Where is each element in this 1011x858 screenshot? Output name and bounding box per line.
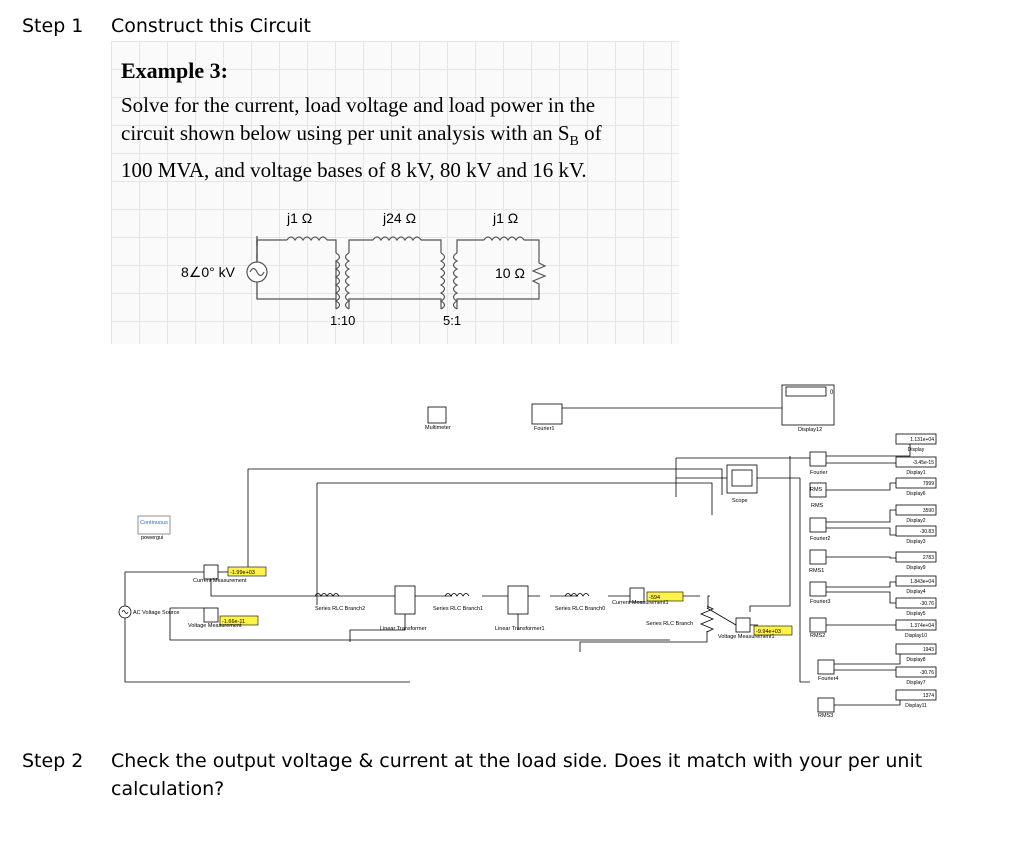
fourier1-block[interactable]: [531, 403, 563, 425]
voltage-measurement1-block[interactable]: [735, 617, 751, 633]
rlc2-label: Series RLC Branch2: [315, 606, 365, 612]
rms3-label: RMS3: [818, 713, 833, 719]
powergui-name: powergui: [141, 535, 163, 541]
step2-line-2: calculation?: [111, 778, 225, 800]
step2-line-1: Check the output voltage & current at th…: [111, 750, 923, 772]
display-name: Display: [908, 447, 925, 453]
display-value: 3590: [923, 508, 934, 514]
display-name: Display3: [906, 539, 925, 545]
display-name: Display7: [906, 680, 925, 686]
current-meas1-value: -594: [649, 595, 660, 601]
display-value: 1.131e+04: [910, 437, 934, 443]
example-problem-text: Solve for the current, load voltage and …: [121, 91, 671, 184]
multimeter-label: Multimeter: [425, 425, 451, 431]
display12-value: 0: [830, 390, 834, 396]
voltage-meas-value: -1.66e-11: [222, 619, 245, 625]
current-measurement1-block[interactable]: [629, 587, 645, 603]
fourier3-label: Fourier3: [810, 599, 830, 605]
current-measurement-block[interactable]: [203, 564, 219, 580]
display-value: 7999: [923, 481, 934, 487]
display-name: Display5: [906, 611, 925, 617]
display-value: 2783: [923, 555, 934, 561]
rlc0-label: Series RLC Branch0: [555, 606, 605, 612]
powergui-label: Continuous: [140, 520, 168, 526]
reactance-1-label: j1 Ω: [286, 210, 312, 226]
display-value: 1943: [923, 647, 934, 653]
linear-transformer-label: Linear Transformer: [380, 626, 427, 632]
display12-label: Display12: [798, 427, 822, 433]
voltage-meas1-value: -9.94e+03: [756, 629, 781, 635]
display-name: Display4: [906, 589, 925, 595]
linear-transformer-block[interactable]: [394, 585, 416, 615]
current-meas1-label: Current Measurement1: [612, 600, 669, 606]
three-zone-circuit: 8∠0° kV j1 Ω j24 Ω j1 Ω 10 Ω 1:10 5:1: [181, 210, 547, 328]
fourier4-label: Fourier4: [818, 676, 838, 682]
rlc-load-label: Series RLC Branch: [646, 621, 693, 627]
rms-label: RMS: [811, 503, 824, 509]
problem-line-2: circuit shown below using per unit analy…: [121, 121, 602, 150]
display-name: Display11: [905, 703, 927, 709]
display-value: -30.76: [920, 601, 934, 607]
display-value: 1.374e+04: [910, 623, 934, 629]
display-name: Display2: [906, 518, 925, 524]
problem-line-1: Solve for the current, load voltage and …: [121, 93, 596, 117]
multimeter-block[interactable]: [427, 406, 447, 424]
display-value: -3.45e-15: [913, 460, 935, 466]
example-figure: Example 3: Solve for the current, load v…: [111, 41, 679, 344]
transformer-2-ratio: 5:1: [443, 313, 461, 328]
example-title: Example 3:: [121, 58, 228, 83]
rms-icon-label: RMS: [810, 487, 823, 493]
display-name: Display8: [906, 657, 925, 663]
transformer-1-ratio: 1:10: [330, 313, 355, 328]
linear-transformer1-block[interactable]: [507, 585, 529, 615]
load-resistance-label: 10 Ω: [495, 265, 525, 281]
current-meas-value: -1.99e+03: [230, 570, 255, 576]
display-name: Display9: [906, 565, 925, 571]
voltage-measurement-block[interactable]: [203, 607, 219, 623]
display-value: 1374: [923, 693, 934, 699]
display-value: -30.76: [920, 670, 934, 676]
step2-label: Step 2: [22, 750, 84, 772]
voltage-meas1-label: Voltage Measurement1: [718, 634, 775, 640]
current-meas-label: Current Measurement: [193, 578, 247, 584]
reactance-3-label: j1 Ω: [492, 210, 518, 226]
fourier1-label: Fourier1: [534, 426, 554, 432]
reactance-2-label: j24 Ω: [382, 210, 416, 226]
display-value: 1.843e+04: [910, 579, 934, 585]
ac-source-label: AC Voltage Source: [133, 610, 179, 616]
display-name: Display10: [905, 633, 927, 639]
display-name: Display6: [906, 491, 925, 497]
problem-line-3: 100 MVA, and voltage bases of 8 kV, 80 k…: [121, 158, 587, 183]
step1-text: Construct this Circuit: [111, 15, 311, 37]
fourier2-label: Fourier2: [810, 536, 830, 542]
rlc1-label: Series RLC Branch1: [433, 606, 483, 612]
display-value: -30.83: [920, 529, 934, 535]
linear-transformer1-label: Linear Transformer1: [495, 626, 545, 632]
voltage-meas-label: Voltage Measurement: [188, 623, 242, 629]
rms2-label: RMS2: [810, 633, 825, 639]
simulink-model: Continuous powergui Multimeter Fourier1 …: [118, 384, 937, 719]
fourier-label: Fourier: [810, 470, 828, 476]
rms1-label: RMS1: [809, 568, 824, 574]
step2-text: Check the output voltage & current at th…: [111, 747, 991, 803]
display-name: Display1: [906, 470, 925, 476]
source-label: 8∠0° kV: [181, 264, 236, 280]
step1-label: Step 1: [22, 15, 84, 37]
scope-label: Scope: [732, 498, 748, 504]
